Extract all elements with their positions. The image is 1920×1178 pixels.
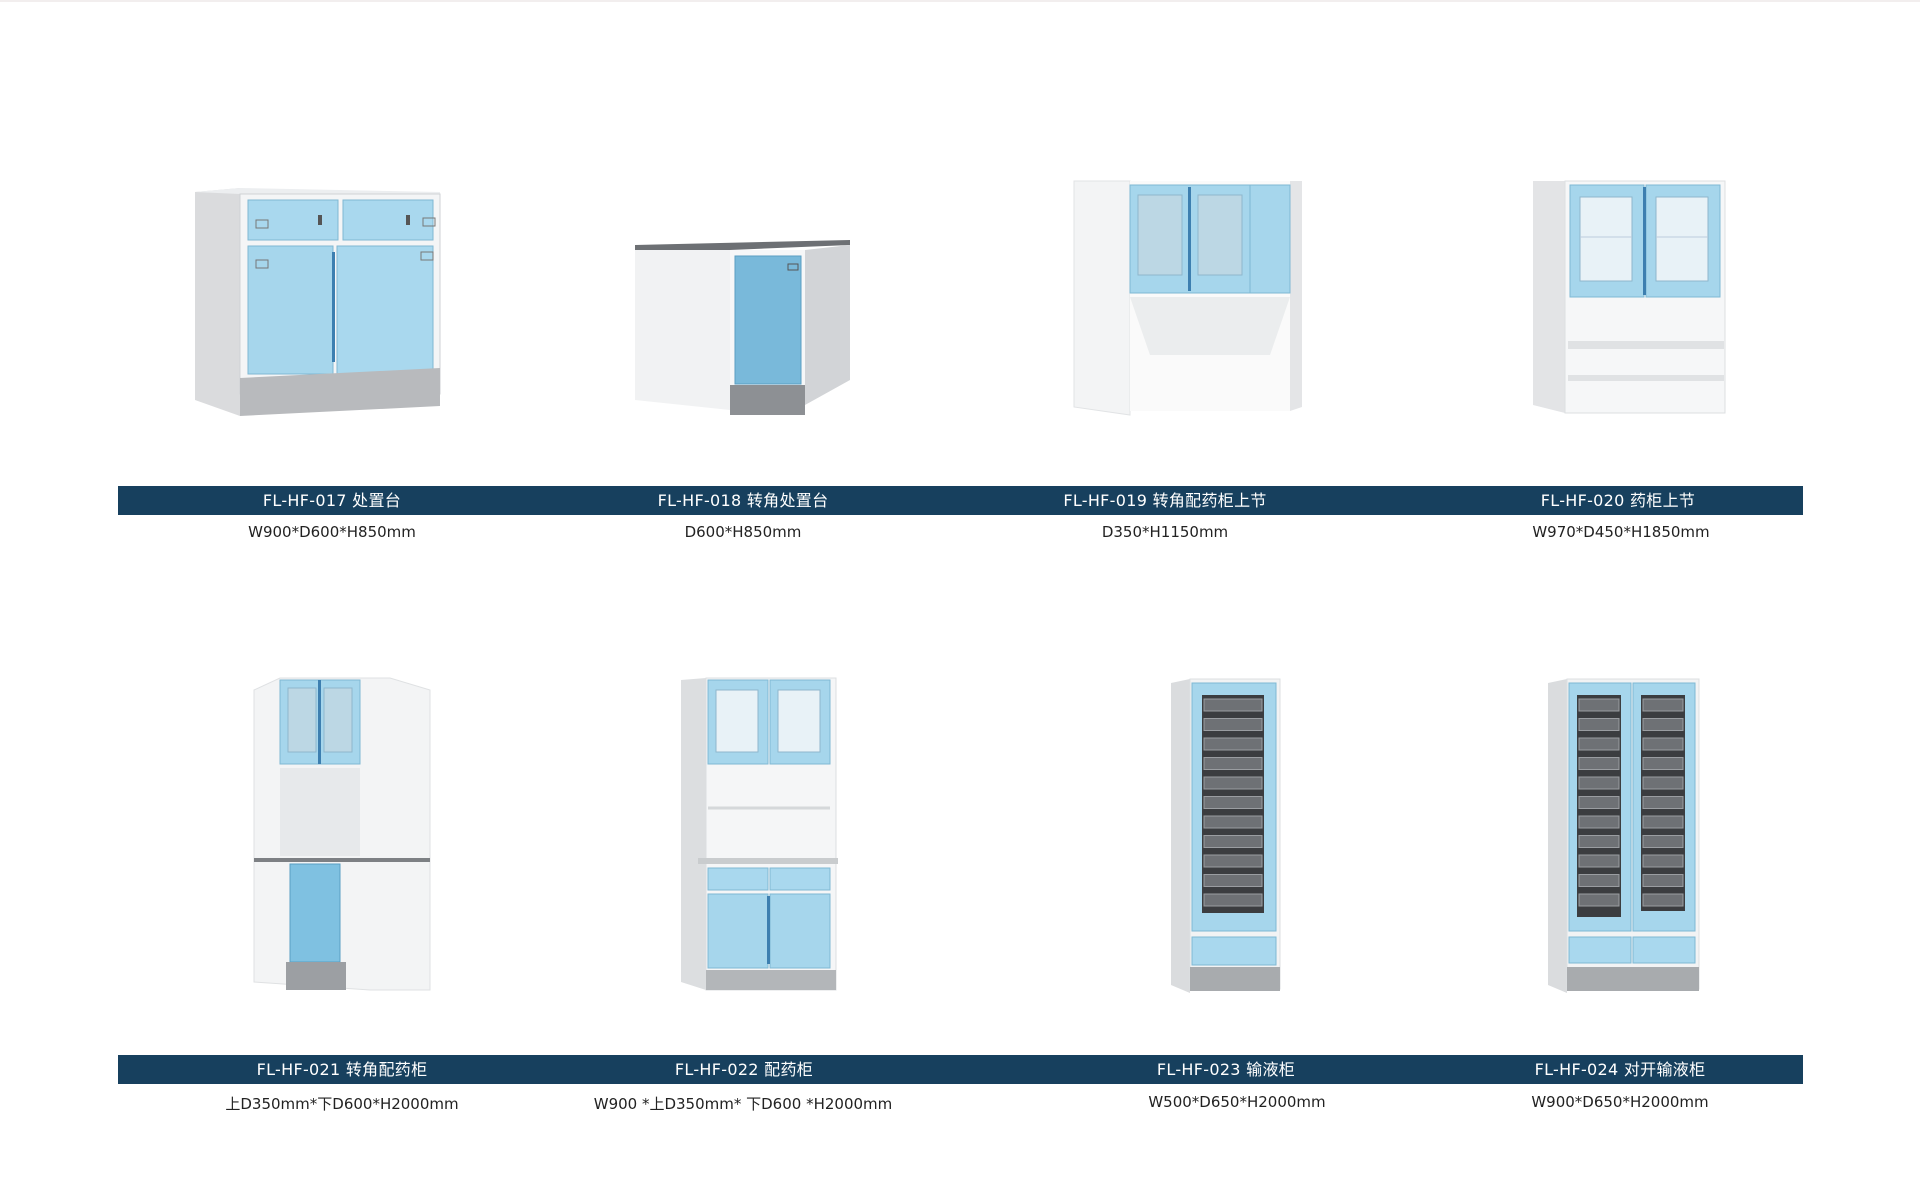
product-image-019 — [1073, 180, 1302, 416]
product-title-018: FL-HF-018 转角处置台 — [657, 491, 829, 510]
product-title-021: FL-HF-021 转角配药柜 — [256, 1060, 428, 1079]
basket-shelf — [1203, 796, 1263, 809]
product-image-017 — [195, 188, 441, 416]
basket-shelf — [1642, 737, 1684, 751]
product-image-020 — [1533, 180, 1726, 414]
product-dimensions-021: 上D350mm*下D600*H2000mm — [225, 1095, 459, 1113]
basket-shelf — [1578, 815, 1620, 829]
product-image-021 — [253, 677, 431, 991]
basket-shelf — [1203, 874, 1263, 887]
product-title-020: FL-HF-020 药柜上节 — [1540, 491, 1696, 510]
basket-shelf — [1642, 776, 1684, 790]
basket-shelf — [1642, 874, 1684, 887]
basket-shelf — [1642, 718, 1684, 731]
product-image-024 — [1548, 678, 1700, 993]
product-dimensions-019: D350*H1150mm — [1101, 523, 1229, 541]
product-image-023 — [1171, 678, 1281, 993]
product-image-022 — [681, 677, 838, 991]
basket-shelf — [1578, 874, 1620, 887]
product-dimensions-018: D600*H850mm — [684, 523, 802, 541]
basket-shelf — [1578, 718, 1620, 731]
basket-shelf — [1642, 854, 1684, 868]
basket-shelf — [1203, 718, 1263, 731]
basket-shelf — [1578, 893, 1620, 907]
basket-shelf — [1578, 737, 1620, 751]
product-dimensions-022: W900 *上D350mm* 下D600 *H2000mm — [593, 1095, 893, 1113]
basket-shelf — [1203, 698, 1263, 712]
basket-shelf — [1642, 815, 1684, 829]
basket-shelf — [1578, 835, 1620, 848]
basket-shelf — [1203, 776, 1263, 790]
basket-shelves — [1578, 698, 1684, 907]
top-divider — [0, 0, 1920, 2]
product-banner-row-2: FL-HF-021 转角配药柜 FL-HF-022 配药柜 FL-HF-023 … — [118, 1055, 1803, 1084]
basket-shelf — [1642, 893, 1684, 907]
product-dimensions-023: W500*D650*H2000mm — [1148, 1093, 1326, 1111]
product-title-022: FL-HF-022 配药柜 — [674, 1060, 814, 1079]
basket-shelf — [1578, 776, 1620, 790]
basket-shelf — [1203, 835, 1263, 848]
basket-shelf — [1203, 854, 1263, 868]
basket-shelf — [1642, 698, 1684, 712]
product-title-019: FL-HF-019 转角配药柜上节 — [1063, 491, 1267, 510]
basket-shelf — [1203, 893, 1263, 907]
product-image-018 — [635, 240, 850, 415]
basket-shelf — [1578, 796, 1620, 809]
basket-shelf — [1578, 698, 1620, 712]
basket-shelf — [1642, 796, 1684, 809]
basket-shelf — [1203, 737, 1263, 751]
basket-shelf — [1578, 757, 1620, 770]
basket-shelf — [1642, 835, 1684, 848]
product-banner-row-1: FL-HF-017 处置台 FL-HF-018 转角处置台 FL-HF-019 … — [118, 486, 1803, 515]
basket-shelf — [1203, 815, 1263, 829]
product-dimensions-024: W900*D650*H2000mm — [1531, 1093, 1709, 1111]
basket-shelf — [1578, 854, 1620, 868]
basket-shelf — [1203, 757, 1263, 770]
product-dimensions-017: W900*D600*H850mm — [248, 523, 416, 541]
basket-shelf — [1642, 757, 1684, 770]
product-title-024: FL-HF-024 对开输液柜 — [1534, 1060, 1706, 1079]
basket-shelves — [1203, 698, 1263, 907]
product-title-017: FL-HF-017 处置台 — [262, 491, 402, 510]
product-title-023: FL-HF-023 输液柜 — [1156, 1060, 1296, 1079]
product-dimensions-020: W970*D450*H1850mm — [1532, 523, 1710, 541]
